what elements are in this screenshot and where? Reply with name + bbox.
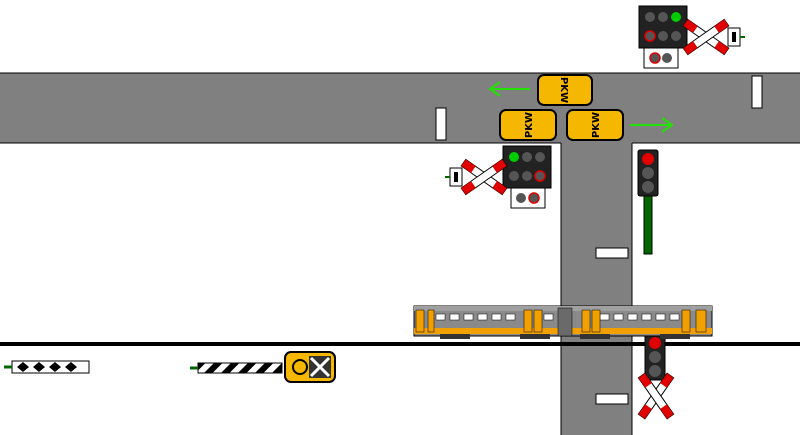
barrier-icon: [4, 360, 90, 374]
horizontal-road: [0, 72, 800, 144]
pkw-sign-top[interactable]: PKW: [537, 74, 593, 106]
svg-text:PKW: PKW: [558, 77, 569, 103]
andreas-cross-icon: [460, 158, 508, 196]
svg-text:PKW: PKW: [524, 112, 535, 138]
crossing-signal-top-right[interactable]: [638, 5, 688, 69]
railway-track: [0, 342, 800, 346]
pkw-sign-right[interactable]: PKW: [566, 109, 624, 141]
lane-mark: [595, 247, 629, 259]
level-crossing-sign-icon: [284, 351, 336, 383]
vertical-road: [560, 143, 633, 435]
crossing-signal-middle-left[interactable]: [502, 145, 552, 209]
arrow-left-icon: [488, 81, 530, 97]
barrier-icon: [190, 362, 283, 374]
train-icon[interactable]: [413, 305, 713, 339]
lane-mark: [751, 75, 763, 109]
barrier-icon: [727, 27, 745, 47]
arrow-right-icon: [630, 117, 674, 133]
svg-text:PKW: PKW: [591, 112, 602, 138]
barrier-icon: [445, 167, 463, 187]
traffic-light-icon[interactable]: [644, 333, 666, 381]
pkw-sign-left[interactable]: PKW: [499, 109, 557, 141]
lane-mark: [435, 107, 447, 141]
lane-mark: [595, 393, 629, 405]
traffic-light-icon[interactable]: [637, 149, 659, 255]
andreas-cross-icon: [682, 18, 730, 56]
